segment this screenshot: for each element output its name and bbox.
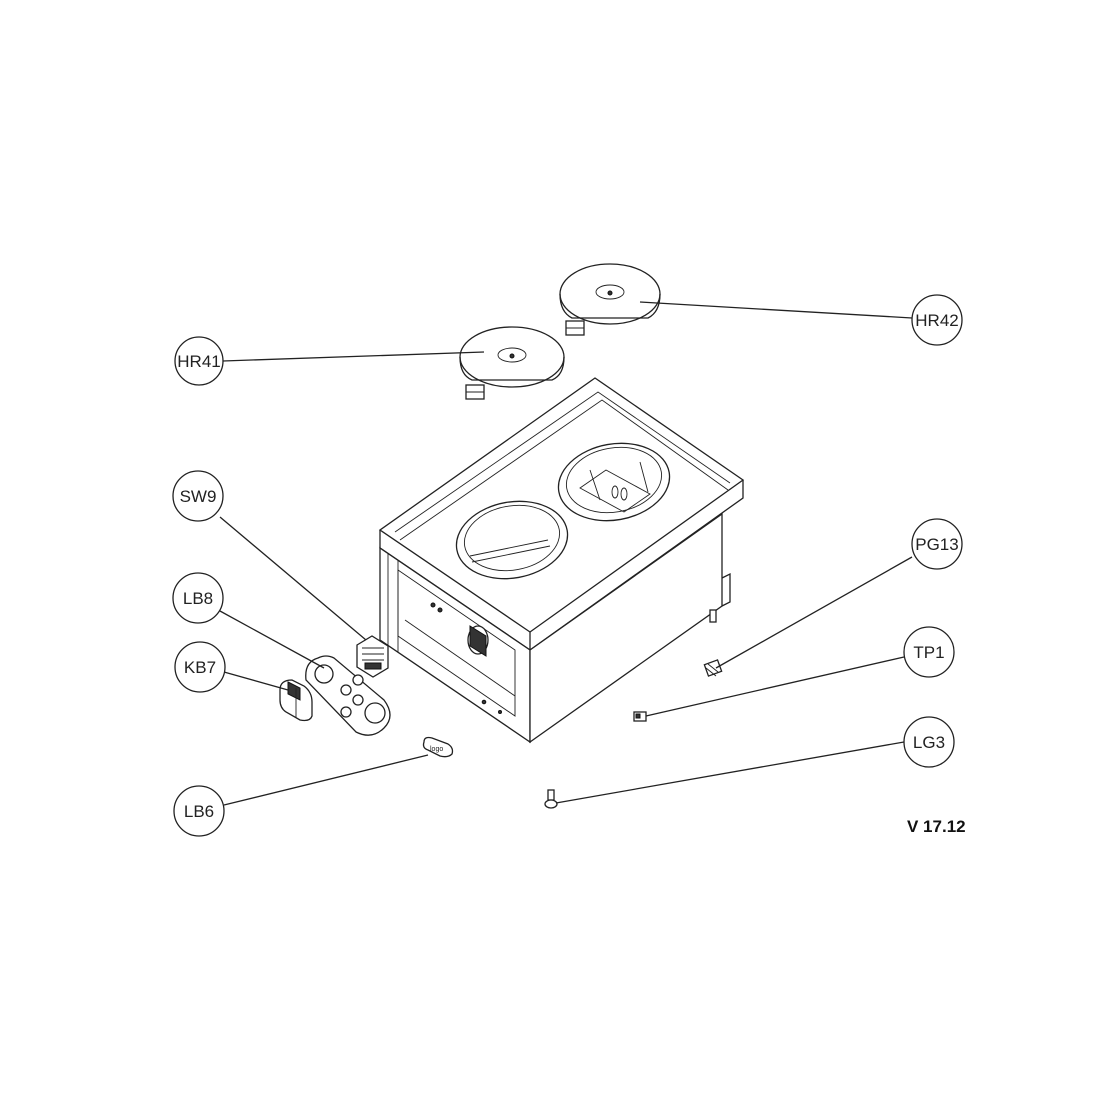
callout-label-hr42: HR42: [915, 311, 958, 330]
badge-lb6-part: logo: [422, 736, 454, 758]
callout-kb7: KB7: [174, 641, 226, 693]
knob-kb7-part: [279, 679, 313, 722]
version-label: V 17.12: [907, 817, 966, 836]
callout-label-lb6: LB6: [184, 802, 214, 821]
terminal-tp1-part: [633, 711, 647, 722]
callout-label-pg13: PG13: [915, 535, 958, 554]
right-hob-opening: [557, 442, 671, 522]
callout-lg3: LG3: [903, 716, 955, 768]
callout-hr41: HR41: [174, 336, 224, 386]
gland-pg13-part: [703, 659, 723, 677]
callout-lb8: LB8: [172, 572, 224, 624]
appliance-body: [378, 377, 745, 744]
callout-label-lb8: LB8: [183, 589, 213, 608]
callout-label-lg3: LG3: [913, 733, 945, 752]
callout-sw9: SW9: [172, 470, 224, 522]
callout-label-kb7: KB7: [184, 658, 216, 677]
hotplate-hr41: [459, 326, 565, 400]
callout-label-sw9: SW9: [180, 487, 217, 506]
svg-text:logo: logo: [430, 746, 443, 753]
callout-label-hr41: HR41: [177, 352, 220, 371]
callout-label-tp1: TP1: [913, 643, 944, 662]
callout-lb6: LB6: [173, 785, 225, 837]
callout-hr42: HR42: [911, 294, 963, 346]
callout-pg13: PG13: [911, 518, 963, 570]
left-hob-opening: [455, 500, 569, 580]
leg-lg3-part: [544, 789, 558, 809]
switch-sw9-part: [356, 635, 389, 678]
hotplate-hr42: [559, 263, 661, 336]
panel-lb8-part: [305, 655, 391, 736]
front-knob: [467, 625, 489, 657]
leader-lines: [219, 301, 913, 806]
callout-tp1: TP1: [903, 626, 955, 678]
